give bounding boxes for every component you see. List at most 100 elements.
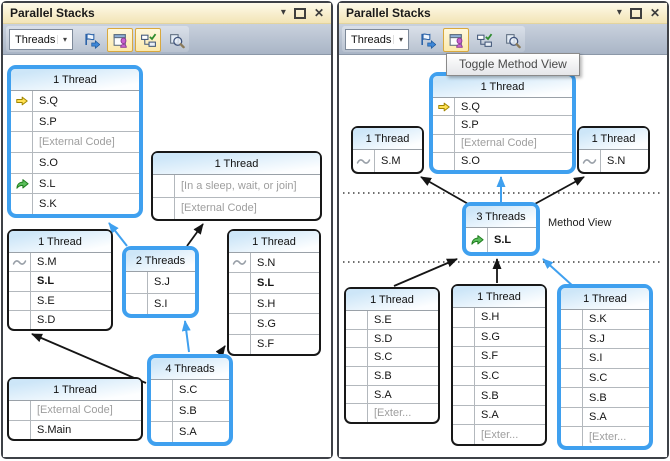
stack-frame-row[interactable]: S.K	[561, 310, 649, 330]
thread-count-header[interactable]: 1 Thread	[433, 76, 572, 98]
stack-frame-row[interactable]: [In a sleep, wait, or join]	[153, 175, 320, 198]
stack-frame-row[interactable]: S.M	[9, 253, 111, 273]
stack-frame-row[interactable]: [Exter...	[561, 427, 649, 447]
stack-frame-row[interactable]: S.Q	[433, 98, 572, 117]
stack-frame-row[interactable]: [Exter...	[453, 425, 545, 445]
zoom-control-button[interactable]	[499, 28, 525, 52]
stack-frame-row[interactable]: S.A	[346, 385, 438, 405]
thread-count-header[interactable]: 2 Threads	[126, 250, 195, 272]
thread-count-header[interactable]: 4 Threads	[151, 358, 229, 380]
stack-frame-row[interactable]: S.J	[561, 329, 649, 350]
stack-frame-box[interactable]: 1 Thread[External Code]S.Main	[7, 377, 143, 441]
stack-frame-row[interactable]: S.Q	[11, 91, 139, 112]
stack-frame-row[interactable]: S.H	[453, 308, 545, 328]
stack-frame-row[interactable]: S.F	[453, 347, 545, 367]
frame-method-name: S.G	[257, 317, 276, 330]
stack-frame-row[interactable]: S.A	[151, 422, 229, 442]
stack-frame-row[interactable]: S.O	[433, 152, 572, 170]
stack-frame-row[interactable]: S.F	[229, 334, 319, 355]
float-window-icon[interactable]	[629, 7, 642, 19]
stack-frame-row[interactable]: S.D	[346, 329, 438, 349]
stack-frame-row[interactable]: S.N	[229, 253, 319, 274]
thread-count-header[interactable]: 1 Thread	[346, 289, 438, 311]
stack-frame-row[interactable]: S.O	[11, 153, 139, 174]
thread-count-header[interactable]: 3 Threads	[466, 206, 536, 228]
stack-frame-row[interactable]: S.G	[453, 327, 545, 348]
stack-frame-row[interactable]: S.B	[151, 401, 229, 422]
thread-count-header[interactable]: 1 Thread	[9, 231, 111, 253]
stack-frame-row[interactable]: S.M	[353, 150, 422, 172]
stack-frame-row[interactable]: S.P	[433, 116, 572, 135]
stack-frame-row[interactable]: S.J	[126, 272, 195, 294]
window-position-menu-icon[interactable]: ▾	[616, 7, 622, 18]
thread-count-header[interactable]: 1 Thread	[561, 288, 649, 310]
stack-frame-row[interactable]: S.L	[229, 273, 319, 294]
stack-frame-row[interactable]: S.B	[561, 388, 649, 408]
stack-frame-row[interactable]: [Exter...	[346, 404, 438, 423]
toggle-method-view-button[interactable]	[107, 28, 133, 52]
stack-frame-row[interactable]: S.E	[346, 311, 438, 330]
stack-frame-row[interactable]: [External Code]	[153, 197, 320, 219]
stack-frame-row[interactable]: S.B	[453, 386, 545, 406]
auto-scroll-button[interactable]	[135, 28, 161, 52]
stack-frame-row[interactable]: S.C	[151, 380, 229, 401]
thread-count-header[interactable]: 1 Thread	[9, 379, 141, 401]
toggle-method-view-button[interactable]	[443, 28, 469, 52]
stack-frame-row[interactable]: S.I	[561, 349, 649, 369]
show-flagged-button[interactable]	[414, 28, 440, 52]
close-icon[interactable]: ✕	[313, 6, 324, 20]
stack-frame-row[interactable]: S.L	[466, 228, 536, 252]
stack-frame-row[interactable]: S.K	[11, 194, 139, 215]
frame-method-name: S.A	[374, 388, 392, 401]
thread-count-header[interactable]: 1 Thread	[11, 69, 139, 91]
stack-frame-row[interactable]: [External Code]	[11, 132, 139, 154]
stack-frame-row[interactable]: S.H	[229, 293, 319, 315]
thread-count-header[interactable]: 1 Thread	[579, 128, 648, 150]
stack-frame-row[interactable]: [External Code]	[433, 134, 572, 153]
close-icon[interactable]: ✕	[649, 6, 660, 20]
titlebar[interactable]: Parallel Stacks ▾ ✕	[3, 3, 331, 24]
auto-scroll-button[interactable]	[471, 28, 497, 52]
stack-frame-row[interactable]: S.C	[561, 368, 649, 389]
window-position-menu-icon[interactable]: ▾	[280, 7, 286, 18]
stack-frame-row[interactable]: S.A	[561, 407, 649, 428]
stack-frame-row[interactable]: S.Main	[9, 420, 141, 439]
stack-frame-row[interactable]: S.C	[346, 348, 438, 368]
icon-cell-empty	[9, 310, 31, 329]
stack-frame-row[interactable]: S.L	[9, 272, 111, 292]
thread-count-header[interactable]: 1 Thread	[229, 231, 319, 253]
stack-frame-row[interactable]: S.P	[11, 111, 139, 133]
thread-count-header[interactable]: 1 Thread	[153, 153, 320, 175]
titlebar[interactable]: Parallel Stacks ▾ ✕	[339, 3, 667, 24]
thread-count-header[interactable]: 1 Thread	[453, 286, 545, 308]
stack-frame-row[interactable]: S.I	[126, 293, 195, 314]
zoom-control-button[interactable]	[163, 28, 189, 52]
stack-frame-row[interactable]: S.B	[346, 367, 438, 386]
view-selector-combo[interactable]: Threads ▾	[9, 29, 73, 50]
thread-count-header[interactable]: 1 Thread	[353, 128, 422, 150]
stack-frame-row[interactable]: S.A	[453, 405, 545, 426]
view-selector-combo[interactable]: Threads ▾	[345, 29, 409, 50]
stack-frame-row[interactable]: S.C	[453, 366, 545, 387]
stack-frame-row[interactable]: S.D	[9, 310, 111, 329]
stack-frame-row[interactable]: [External Code]	[9, 401, 141, 421]
stack-frame-row[interactable]: S.E	[9, 291, 111, 311]
stack-frame-row[interactable]: S.G	[229, 314, 319, 335]
stack-frame-row[interactable]: S.L	[11, 173, 139, 195]
stack-frame-row[interactable]: S.N	[579, 150, 648, 172]
float-window-icon[interactable]	[293, 7, 306, 19]
stack-frame-box[interactable]: 1 Thread[In a sleep, wait, or join][Exte…	[151, 151, 322, 221]
show-flagged-button[interactable]	[78, 28, 104, 52]
